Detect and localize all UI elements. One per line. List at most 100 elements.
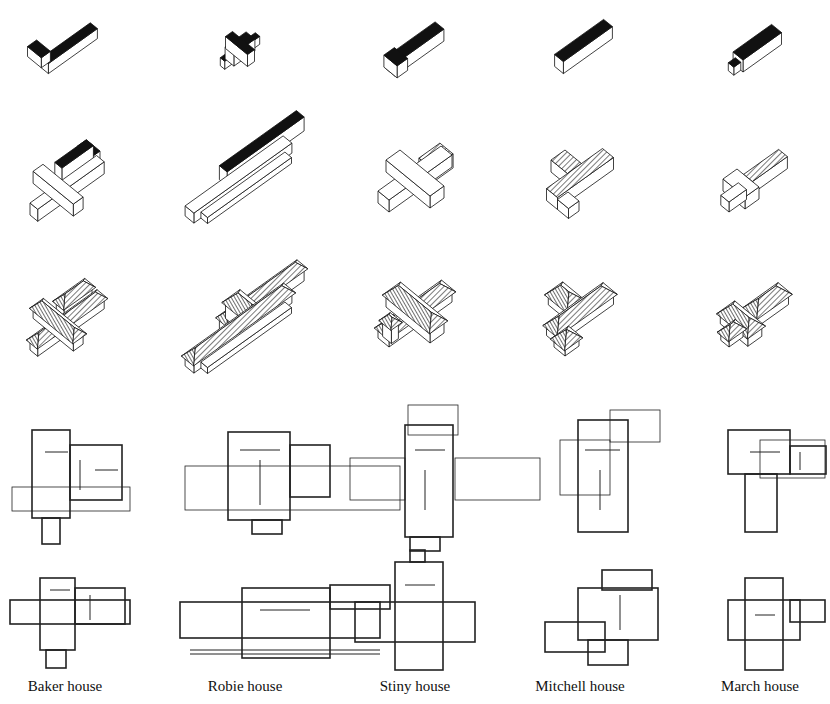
plan-wall <box>602 570 652 590</box>
plan-wall <box>578 588 658 640</box>
house-name: Robie house <box>208 677 283 695</box>
massing-model <box>26 278 108 356</box>
roof-hip <box>26 333 39 350</box>
plan-wall <box>46 650 66 668</box>
interior-wall <box>425 470 426 510</box>
massing-model <box>728 24 781 75</box>
plan-wall <box>42 518 60 544</box>
wall-face <box>208 308 292 374</box>
interior-wall <box>620 595 621 630</box>
massing-top <box>384 48 408 66</box>
interior-wall <box>95 470 118 471</box>
roof-hip <box>181 348 195 366</box>
interior-wall <box>190 654 380 655</box>
roof-slope <box>379 315 392 331</box>
massing-top <box>733 24 781 60</box>
roof-outline <box>408 405 458 435</box>
house-name: Baker house <box>28 677 103 695</box>
massing-model <box>555 19 613 73</box>
massing-model <box>543 282 618 356</box>
roof-hip <box>747 318 765 340</box>
plan-wall <box>32 430 70 518</box>
massing-model <box>181 260 308 374</box>
plan-wall <box>355 602 475 642</box>
plan-wall <box>578 420 628 532</box>
interior-wall <box>585 450 620 451</box>
interior-wall <box>755 615 775 616</box>
massing-top <box>226 32 255 55</box>
plan-wall <box>588 640 628 665</box>
roof-hip <box>73 327 87 344</box>
interior-wall <box>190 650 380 651</box>
roof-outline <box>560 440 610 495</box>
plan-wall <box>330 585 390 609</box>
roof-outline <box>350 458 405 500</box>
plan-wall <box>405 425 453 537</box>
interior-wall <box>750 452 780 453</box>
roof-slope <box>565 329 583 351</box>
interior-wall <box>260 610 310 611</box>
massing-model <box>547 149 614 219</box>
roof-hip <box>717 325 730 342</box>
roof-outline <box>185 466 400 510</box>
interior-wall <box>240 450 280 451</box>
roof-hip <box>430 312 448 334</box>
plan-drawings <box>10 405 826 670</box>
wall-face <box>194 143 292 223</box>
massing-top <box>386 150 444 196</box>
interior-wall <box>80 460 81 490</box>
plan-wall <box>228 432 290 520</box>
massing-top <box>201 302 292 367</box>
plan-wall <box>242 588 330 658</box>
roof-outline <box>455 458 540 500</box>
interior-wall <box>50 590 70 591</box>
roof-outline <box>610 410 660 442</box>
massing-model <box>220 32 259 70</box>
massing-top <box>33 164 83 204</box>
house-name: March house <box>721 677 799 695</box>
roof-outline <box>760 440 825 478</box>
plan-wall <box>410 537 440 551</box>
interior-wall <box>90 595 91 620</box>
plan-wall <box>75 588 125 624</box>
massing-top <box>555 19 613 61</box>
interior-wall <box>405 585 435 586</box>
interior-wall <box>600 470 601 510</box>
massing-model <box>30 140 104 222</box>
massing-top <box>28 40 51 58</box>
massing-top <box>728 58 741 67</box>
massing-top <box>744 149 788 181</box>
massing-top <box>721 183 747 202</box>
massing-top <box>558 192 580 209</box>
roof-hip <box>550 329 566 351</box>
roof-slope <box>757 286 793 320</box>
massing-model <box>185 111 304 224</box>
massing-model <box>721 149 788 212</box>
plan-wall <box>745 474 777 532</box>
plan-wall <box>70 445 122 500</box>
plan-wall <box>745 578 783 670</box>
massing-top <box>547 149 614 198</box>
massing-model <box>28 23 98 74</box>
massing-top <box>201 152 292 217</box>
plan-wall <box>10 600 130 624</box>
plan-wall <box>180 602 380 638</box>
plan-wall <box>545 622 605 652</box>
house-name: Mitchell house <box>535 677 625 695</box>
roof-outline <box>12 487 130 511</box>
roof-slope <box>194 286 296 366</box>
plan-wall <box>790 446 826 474</box>
house-name: Stiny house <box>380 677 450 695</box>
plan-wall <box>40 578 75 650</box>
roof-slope <box>729 322 747 342</box>
massing-model <box>717 283 793 347</box>
interior-wall <box>45 452 68 453</box>
massing-model <box>384 22 444 78</box>
plan-wall <box>410 550 425 562</box>
plan-wall <box>395 562 443 670</box>
axonometric-views <box>26 19 792 373</box>
massing-model <box>374 280 456 347</box>
plan-wall <box>790 600 825 622</box>
